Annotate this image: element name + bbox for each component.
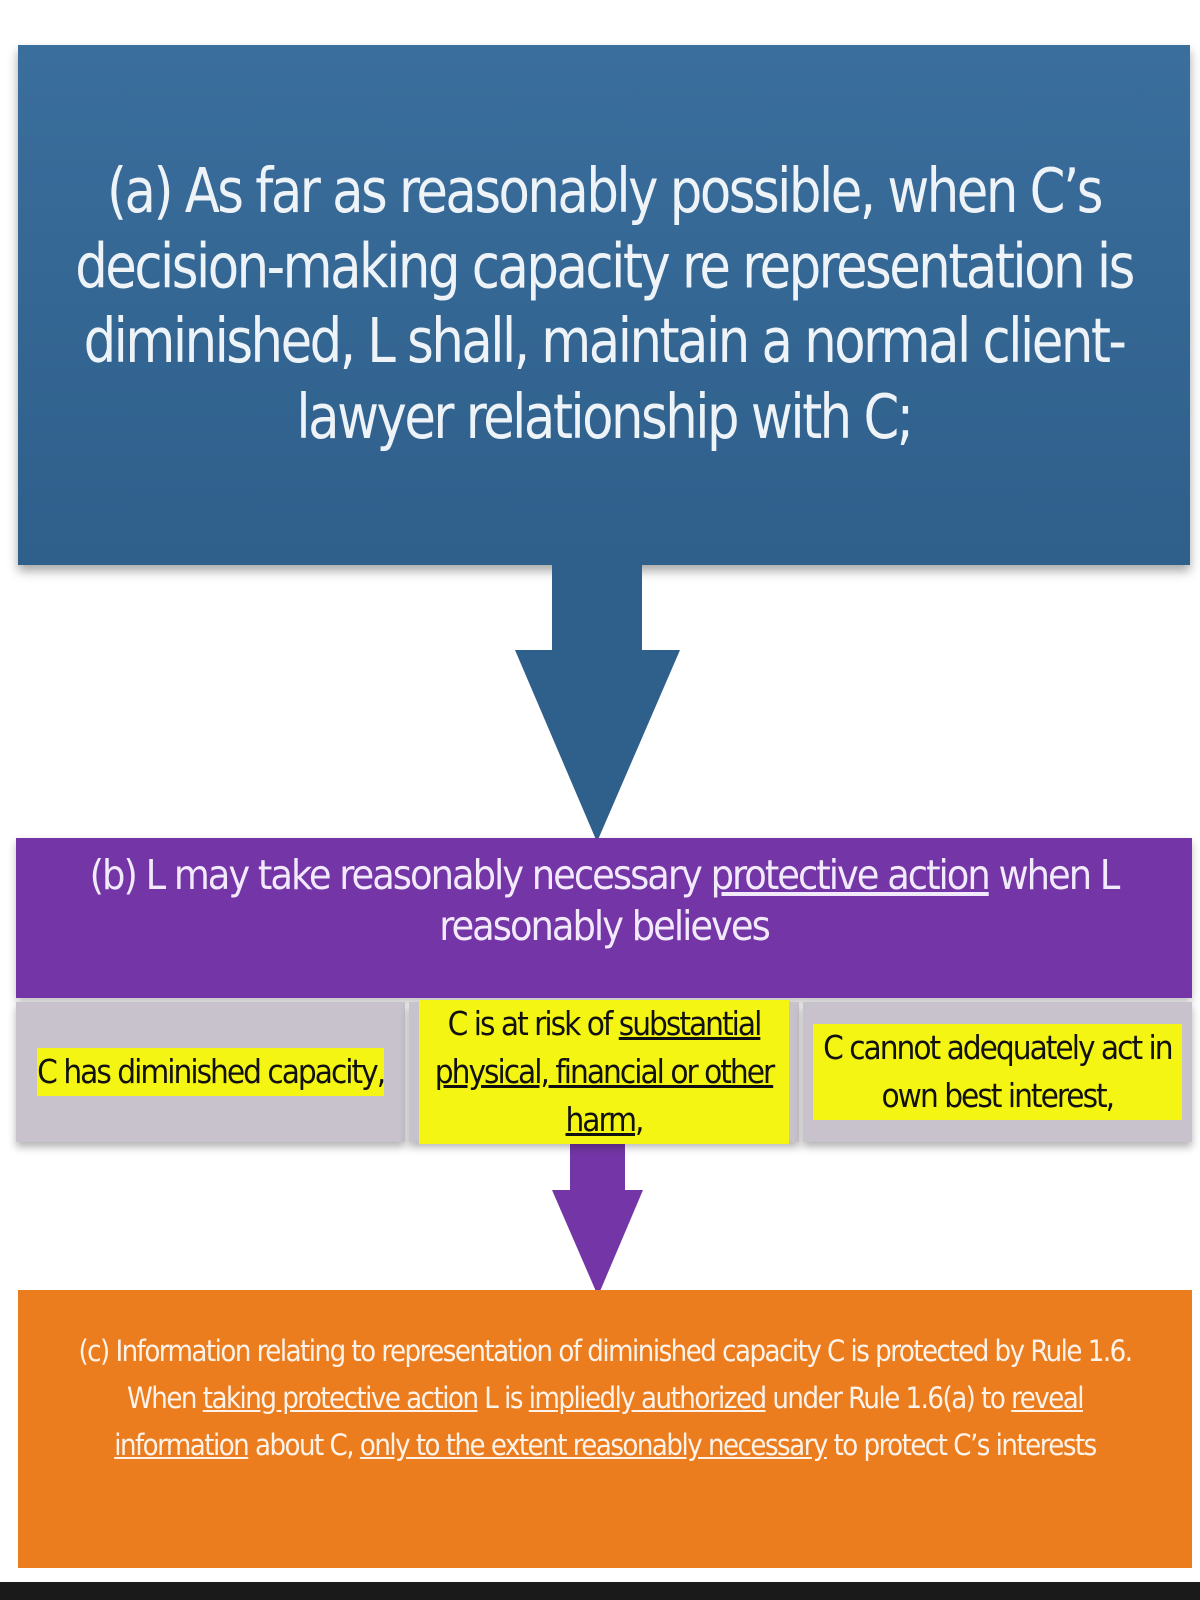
box-c-part1: (c) Information relating to representati… <box>78 1334 1133 1415</box>
box-b-heading: (b) L may take reasonably necessary prot… <box>16 838 1192 998</box>
box-a-text: (a) As far as reasonably possible, when … <box>75 155 1135 453</box>
box-c-impliedly-authorized: impliedly authorized <box>528 1380 767 1415</box>
box-b-protective-action: protective action <box>710 851 991 899</box>
condition-risk-of-harm: C is at risk of substantial physical, fi… <box>409 1000 799 1144</box>
condition-2-text: C is at risk of substantial physical, fi… <box>419 1000 789 1144</box>
condition-2-after: , <box>635 1099 645 1139</box>
box-b-suffix: when L reasonably believes <box>439 851 1120 951</box>
box-a: (a) As far as reasonably possible, when … <box>18 45 1190 565</box>
condition-cannot-act: C cannot adequately act in own best inte… <box>802 1002 1192 1142</box>
conditions-row: C has diminished capacity, C is at risk … <box>16 1000 1192 1144</box>
condition-3-text: C cannot adequately act in own best inte… <box>812 1024 1182 1120</box>
box-c-reveal-information: reveal information <box>114 1380 1084 1462</box>
arrow-a-to-b <box>515 560 680 842</box>
condition-2-underlined: substantial physical, financial or other… <box>434 1004 775 1139</box>
bottom-bar <box>0 1582 1200 1600</box>
condition-2-before: C is at risk of <box>447 1004 619 1044</box>
box-c-taking-protective-action: taking protective action <box>202 1380 479 1415</box>
box-c-only-to-extent: only to the extent reasonably necessary <box>359 1427 828 1462</box>
condition-1-text: C has diminished capacity, <box>37 1048 386 1096</box>
box-c-part5: to protect C’s interests <box>826 1427 1098 1462</box>
box-c-part2: L is <box>477 1380 529 1415</box>
box-c-part4: about C, <box>248 1427 360 1462</box>
box-b-prefix: (b) L may take reasonably necessary <box>89 851 711 899</box>
arrow-b-to-c <box>552 1140 643 1296</box>
condition-diminished-capacity: C has diminished capacity, <box>16 1002 406 1142</box>
box-c-part3: under Rule 1.6(a) to <box>765 1380 1012 1415</box>
box-c: (c) Information relating to representati… <box>18 1290 1192 1568</box>
